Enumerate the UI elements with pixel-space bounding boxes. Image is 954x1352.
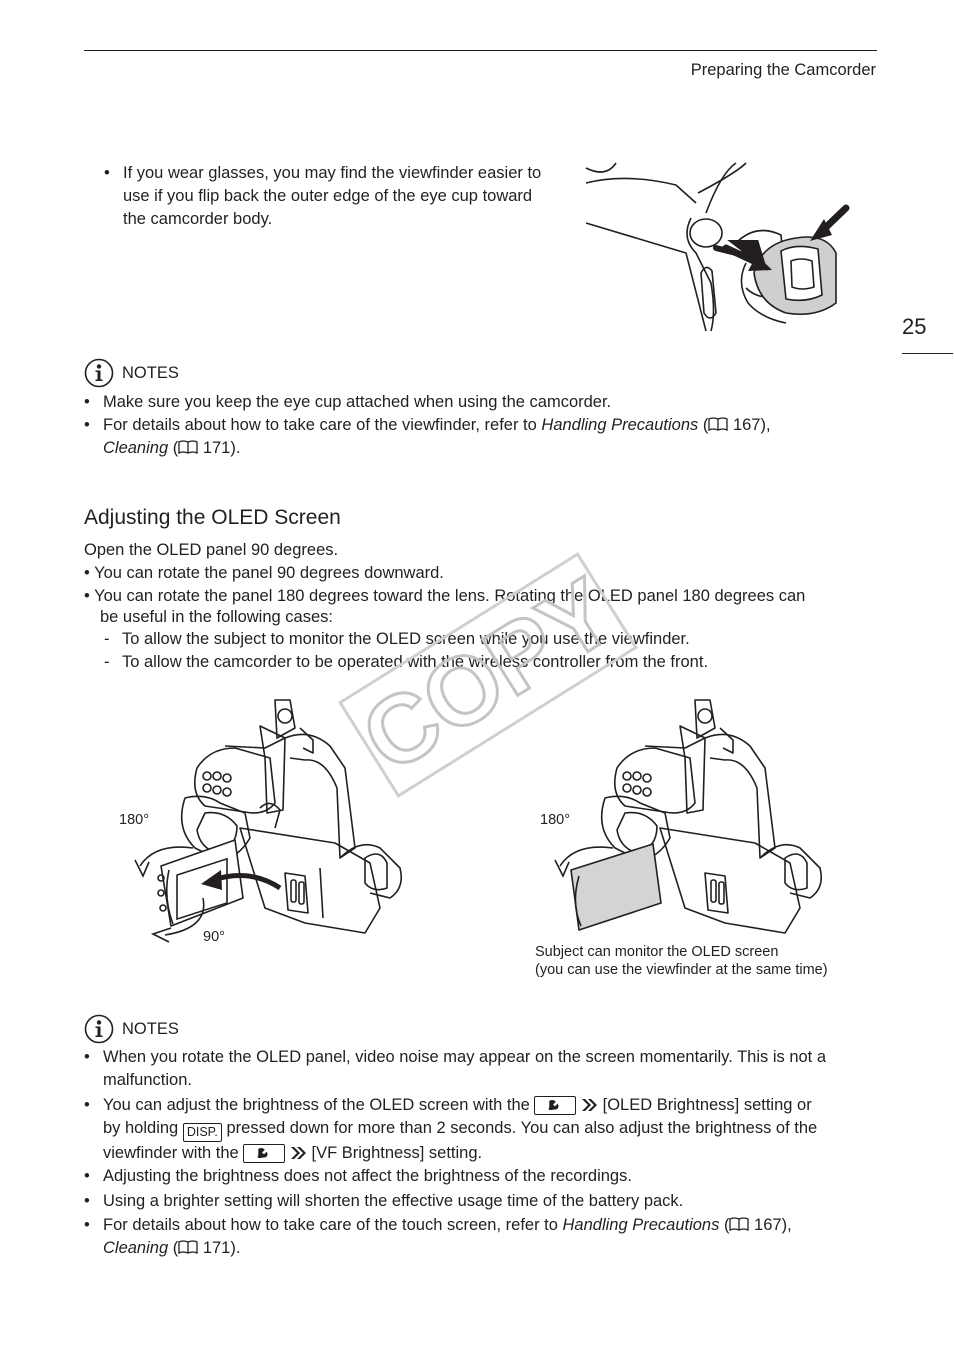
book-icon: [178, 440, 198, 455]
camcorder-rotate-180-illustration: [554, 699, 823, 934]
bullet: •: [84, 1167, 90, 1185]
link-handling-precautions[interactable]: Handling Precautions: [562, 1216, 720, 1234]
wrench-menu-icon: [243, 1144, 286, 1163]
bullet: •: [84, 564, 95, 582]
section-dash-item: -To allow the subject to monitor the OLE…: [104, 628, 690, 651]
notes-item-text: Using a brighter setting will shorten th…: [103, 1192, 684, 1210]
angle-label: 180°: [119, 812, 149, 828]
text: You can adjust the brightness of the OLE…: [103, 1096, 530, 1114]
bullet: •: [84, 1096, 90, 1114]
dash-item-text: To allow the camcorder to be operated wi…: [122, 653, 709, 671]
page-number: 25: [902, 314, 927, 339]
section-bullet-text: You can rotate the panel 180 degrees tow…: [94, 587, 806, 605]
text: (: [168, 439, 179, 457]
figure-caption-line: (you can use the viewfinder at the same …: [535, 962, 828, 978]
text: viewfinder with the: [103, 1144, 239, 1162]
text: pressed down for more than 2 seconds. Yo…: [226, 1119, 818, 1137]
link-cleaning[interactable]: Cleaning: [103, 439, 169, 457]
text: For details about how to take care of th…: [103, 416, 542, 434]
notes-item-text: Adjusting the brightness does not affect…: [103, 1167, 632, 1185]
notes-heading: NOTES: [84, 358, 179, 388]
angle-label: 180°: [540, 812, 570, 828]
figure-caption-line: Subject can monitor the OLED screen: [535, 944, 779, 960]
link-handling-precautions[interactable]: Handling Precautions: [541, 416, 699, 434]
bullet: •: [84, 416, 90, 434]
notes-title: NOTES: [122, 363, 179, 382]
text: (: [719, 1216, 730, 1234]
copy-watermark: COPY: [338, 552, 638, 798]
wrench-menu-icon: [534, 1096, 577, 1115]
section-bullet-cont: be useful in the following cases:: [100, 608, 333, 626]
notes-item-text: malfunction.: [103, 1071, 192, 1089]
bullet: •: [84, 1048, 90, 1066]
info-icon: [84, 358, 114, 388]
bullet: •: [84, 587, 95, 605]
disp-button-label: DISP.: [182, 1123, 222, 1142]
text: For details about how to take care of th…: [103, 1216, 563, 1234]
section-bullet: • You can rotate the panel 180 degrees t…: [84, 585, 884, 608]
eyecup-tip-line: use if you flip back the outer edge of t…: [123, 187, 533, 205]
eyecup-tip-line: If you wear glasses, you may find the vi…: [123, 164, 542, 182]
section-bullet-text: You can rotate the panel 90 degrees down…: [94, 564, 444, 582]
book-icon: [708, 417, 729, 432]
text: (: [168, 1239, 179, 1257]
page-number-rule: [902, 353, 953, 354]
section-title: Adjusting the OLED Screen: [84, 506, 341, 529]
eyecup-illustration: [585, 162, 850, 332]
double-arrow-icon: [582, 1099, 598, 1111]
notes-item-text: When you rotate the OLED panel, video no…: [103, 1048, 827, 1066]
notes-heading: NOTES: [84, 1014, 179, 1044]
book-icon: [729, 1217, 750, 1232]
dash: -: [104, 630, 110, 648]
section-dash-item: -To allow the camcorder to be operated w…: [104, 651, 708, 674]
bullet: •: [104, 164, 110, 182]
section-bullet: • You can rotate the panel 90 degrees do…: [84, 562, 444, 585]
text: [VF Brightness] setting.: [311, 1144, 483, 1162]
dash-item-text: To allow the subject to monitor the OLED…: [122, 630, 690, 648]
angle-label: 90°: [203, 929, 225, 945]
text: by holding: [103, 1119, 179, 1137]
double-arrow-icon: [290, 1147, 306, 1159]
page-ref[interactable]: 171).: [198, 439, 241, 457]
step-text: Open the OLED panel 90 degrees.: [84, 541, 339, 559]
info-icon: [84, 1014, 114, 1044]
bullet: •: [84, 1216, 90, 1234]
bullet: •: [84, 1192, 90, 1210]
notes-title: NOTES: [122, 1019, 179, 1038]
page-ref[interactable]: 167),: [749, 1216, 792, 1234]
figure-caption: Subject can monitor the OLED screen (you…: [535, 943, 828, 979]
page-ref[interactable]: 167),: [728, 416, 771, 434]
dash: -: [104, 653, 110, 671]
bullet: •: [84, 393, 90, 411]
eyecup-tip-line: the camcorder body.: [123, 210, 273, 228]
text: (: [698, 416, 709, 434]
running-header: Preparing the Camcorder: [690, 61, 876, 79]
link-cleaning[interactable]: Cleaning: [103, 1239, 169, 1257]
text: [OLED Brightness] setting or: [602, 1096, 812, 1114]
header-rule: [84, 50, 877, 51]
page-ref[interactable]: 171).: [198, 1239, 241, 1257]
camcorder-rotate-90-illustration: [134, 699, 403, 943]
notes-item-text: Make sure you keep the eye cup attached …: [103, 393, 612, 411]
book-icon: [178, 1240, 198, 1255]
